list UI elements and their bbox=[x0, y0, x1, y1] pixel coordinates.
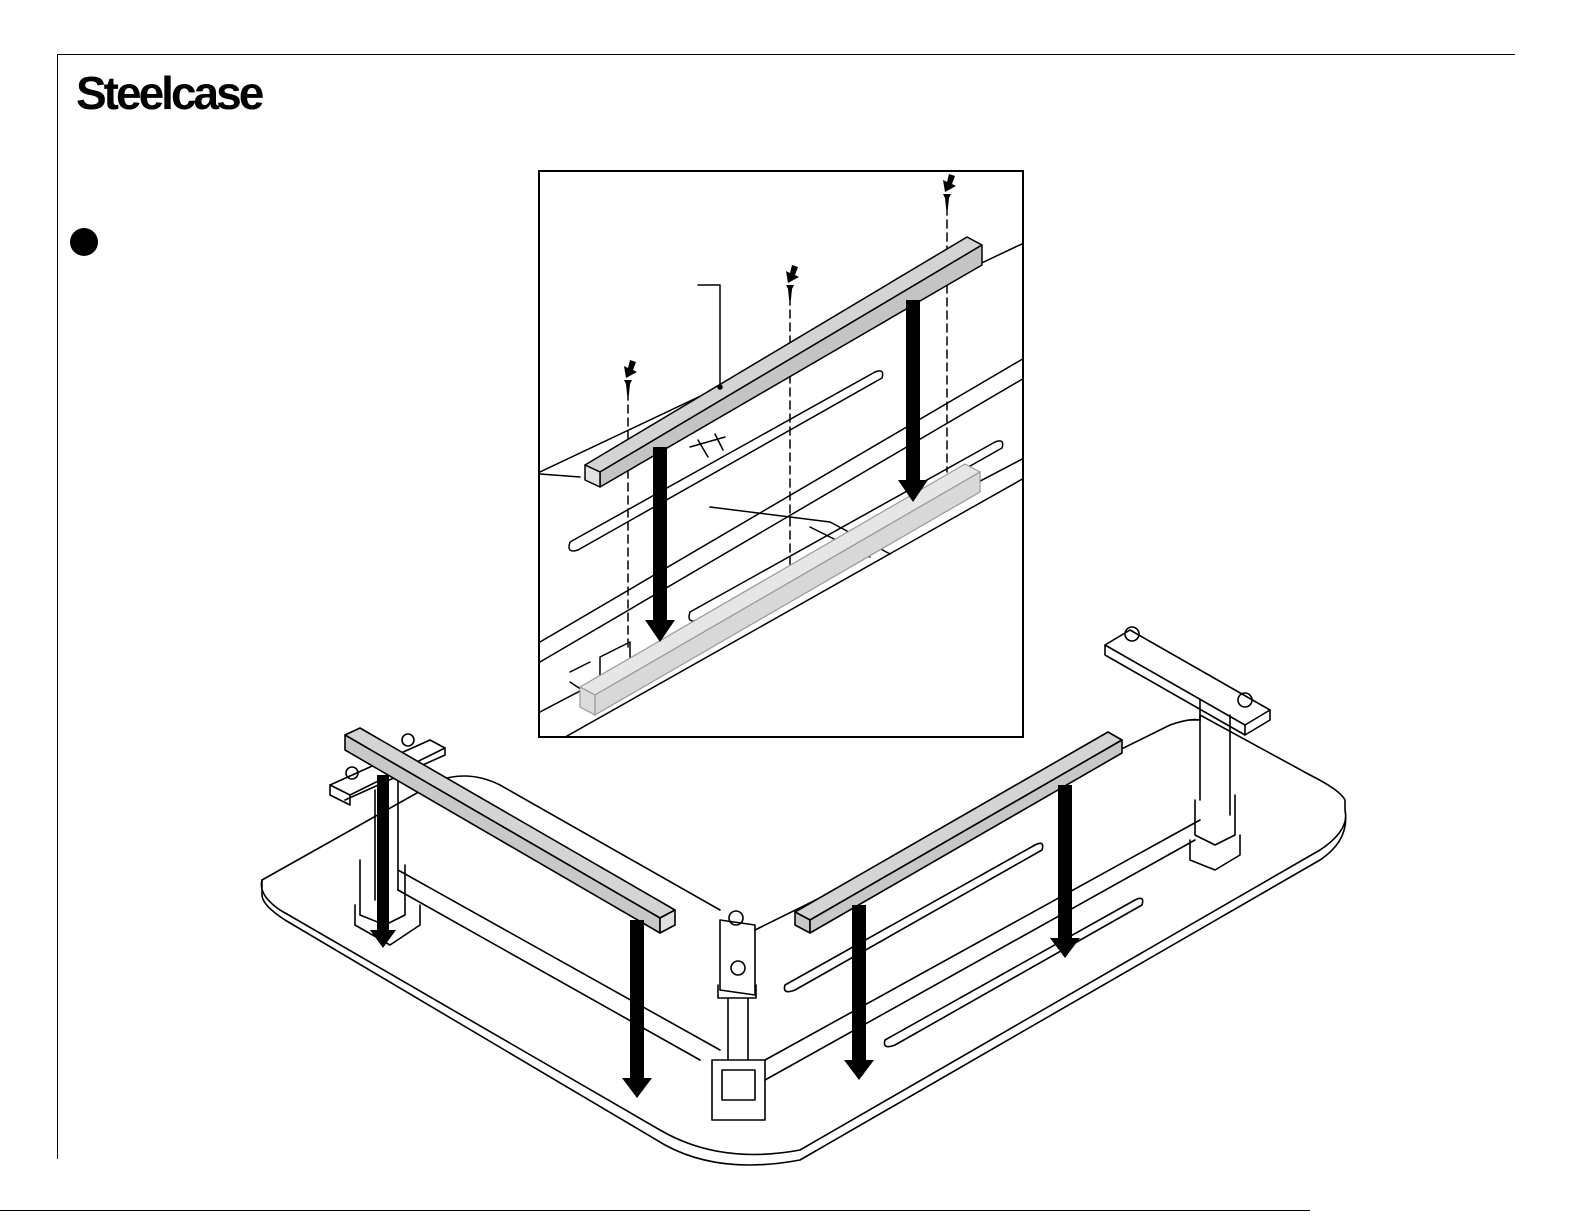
detail-inset-drawing bbox=[540, 172, 1024, 738]
corner-leg-assembly bbox=[712, 820, 1200, 1120]
cable-trough-icon bbox=[585, 237, 982, 487]
detail-inset bbox=[538, 170, 1024, 738]
cable-trough-icon bbox=[345, 728, 675, 933]
right-leg-assembly bbox=[1105, 627, 1270, 870]
cable-trough-icon bbox=[795, 732, 1122, 933]
